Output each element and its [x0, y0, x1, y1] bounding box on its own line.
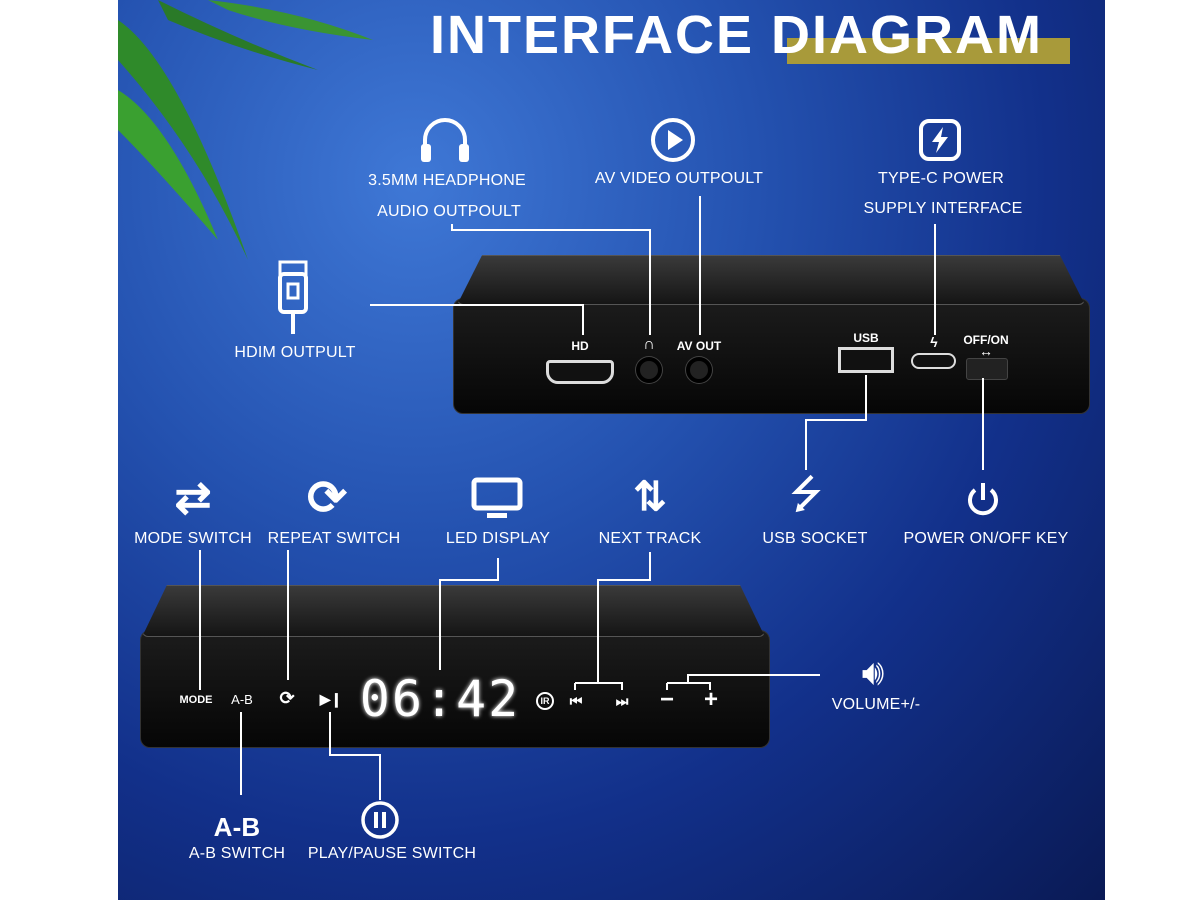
volume-down-button[interactable]: −: [659, 686, 675, 713]
repeat-icon: ⟳: [306, 472, 348, 525]
player-front-lid: [142, 585, 765, 637]
hd-port-label: HD: [571, 339, 589, 353]
power-slide-switch[interactable]: [966, 358, 1008, 380]
next-track-button[interactable]: ⏭: [615, 693, 629, 709]
lightning-icon: [919, 119, 961, 161]
ir-sensor: IR: [536, 692, 554, 710]
headphone-jack: [636, 357, 662, 383]
headphone-label-line2: AUDIO OUTPOULT: [377, 203, 521, 220]
volume-label: VOLUME+/-: [831, 696, 921, 713]
play-circle-icon: [651, 118, 695, 162]
speaker-icon: 🔊︎: [861, 651, 885, 693]
slide-arrow-icon: ↔: [979, 343, 993, 359]
player-rear-body: [453, 298, 1090, 414]
mode-button[interactable]: MODE: [179, 694, 213, 706]
hdmi-port: [546, 360, 614, 384]
av-out-label: AV OUT: [676, 339, 722, 353]
usb-port-label: USB: [853, 331, 879, 345]
monitor-icon: [471, 477, 523, 518]
repeat-button[interactable]: ⟳: [279, 688, 295, 708]
palm-leaves-decoration: [118, 0, 373, 260]
ab-big-label: A-B: [213, 812, 261, 842]
play-pause-label: PLAY/PAUSE SWITCH: [307, 845, 477, 862]
typec-label-line2: SUPPLY INTERFACE: [863, 200, 1023, 217]
background-panel: [118, 0, 1105, 900]
usb-symbol-icon: ⭍: [789, 473, 823, 517]
ab-button[interactable]: A-B: [231, 692, 253, 707]
off-on-label: OFF/ON: [963, 333, 1009, 347]
player-rear-lid: [457, 255, 1085, 305]
headphone-label-line1: 3.5MM HEADPHONE: [368, 172, 526, 189]
ab-switch-label: A-B SWITCH: [188, 845, 286, 862]
hdmi-label: HDIM OUTPULT: [234, 344, 356, 361]
page-title: INTERFACE DIAGRAM: [430, 5, 1043, 65]
led-display-label: LED DISPLAY: [445, 530, 551, 547]
pause-circle-icon: [361, 801, 399, 839]
headphone-small-icon: ∩: [643, 336, 655, 353]
usb-socket-label: USB SOCKET: [762, 530, 868, 547]
av-label: AV VIDEO OUTPOULT: [594, 170, 764, 187]
typec-label-line1: TYPE-C POWER: [878, 170, 1004, 187]
lightning-small-icon: ϟ: [930, 334, 938, 350]
led-display: 06:42: [359, 670, 521, 728]
power-icon: [968, 483, 998, 516]
power-key-label: POWER ON/OFF KEY: [903, 530, 1069, 547]
repeat-switch-label: REPEAT SWITCH: [267, 530, 401, 547]
up-down-arrows-icon: ⇅: [633, 475, 667, 519]
mode-switch-label: MODE SWITCH: [134, 530, 252, 547]
av-jack: [686, 357, 712, 383]
usb-port: [838, 347, 894, 373]
volume-up-button[interactable]: +: [703, 686, 719, 713]
previous-track-button[interactable]: ⏮: [569, 693, 583, 709]
typec-port: [911, 353, 956, 369]
play-pause-button[interactable]: ▶❙: [319, 691, 343, 707]
next-track-label: NEXT TRACK: [598, 530, 702, 547]
title-underline: [787, 38, 1070, 64]
headphone-icon: [421, 118, 469, 162]
hdmi-plug-icon: [278, 260, 308, 334]
mode-switch-icon: ⇄: [174, 473, 212, 523]
